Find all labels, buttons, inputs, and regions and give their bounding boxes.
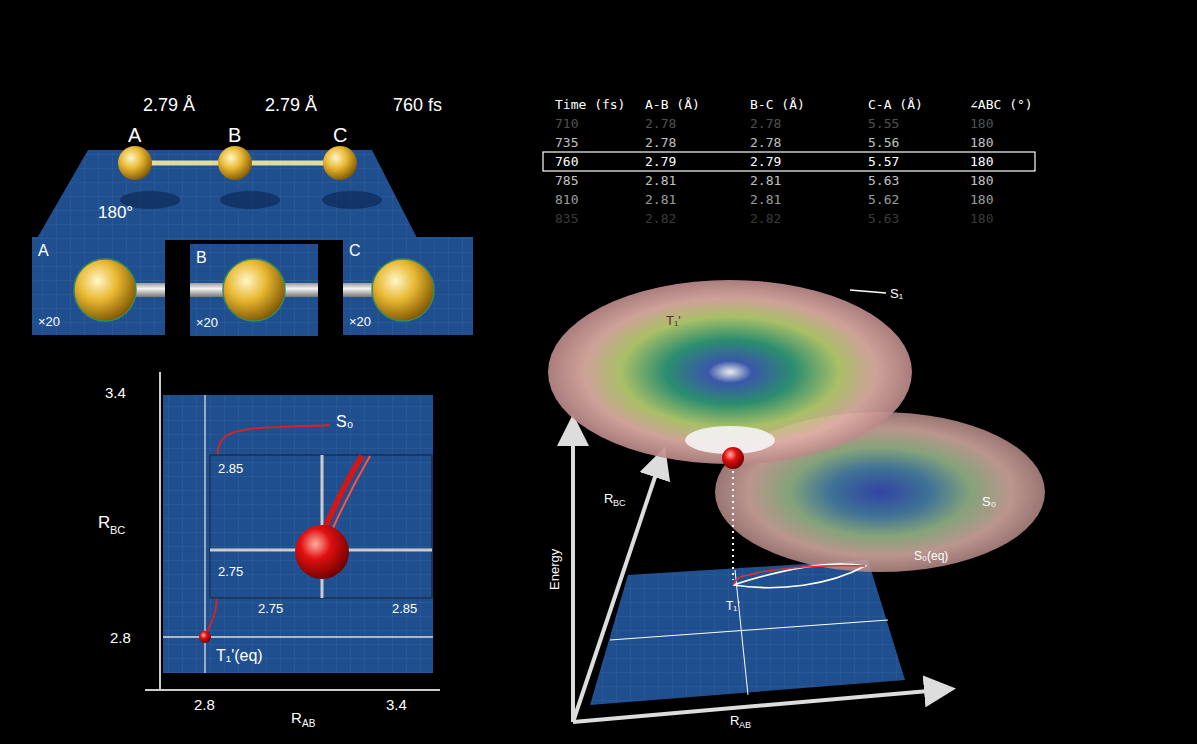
magnification: ×20 (349, 315, 371, 328)
label: 2.81 (645, 174, 676, 187)
label: 2.81 (645, 193, 676, 206)
label: 2.81 (750, 193, 781, 206)
label: 2.79 Å (265, 96, 317, 114)
label: 710 (555, 117, 578, 130)
label: S₀(eq) (914, 550, 948, 562)
label: S₀ (982, 495, 996, 508)
label: AB (739, 721, 751, 730)
label: 2.75 (258, 602, 283, 615)
label: 180 (970, 212, 993, 225)
label: 2.85 (218, 462, 243, 475)
label: 760 fs (393, 96, 442, 114)
label: 2.78 (750, 117, 781, 130)
label: 2.79 Å (143, 96, 195, 114)
label: R (291, 710, 302, 725)
label: 2.81 (750, 174, 781, 187)
label: B-C (Å) (750, 98, 805, 111)
label: 2.8 (110, 630, 131, 645)
label: ∠ABC (°) (970, 98, 1033, 111)
magnification: ×20 (38, 315, 60, 328)
label: C-A (Å) (868, 98, 923, 111)
label: A-B (Å) (645, 98, 700, 111)
label: C (333, 125, 347, 145)
label: 2.78 (750, 136, 781, 149)
label: 180 (970, 193, 993, 206)
label: 2.82 (645, 212, 676, 225)
label: 760 (555, 155, 578, 168)
label: S₀ (336, 414, 353, 430)
label: R (604, 492, 613, 505)
label: 5.57 (868, 155, 899, 168)
label: 2.78 (645, 136, 676, 149)
label: 180 (970, 117, 993, 130)
label: T₁' (726, 600, 740, 612)
label: 785 (555, 174, 578, 187)
label: BC (613, 499, 626, 508)
label: 2.79 (750, 155, 781, 168)
label: 2.79 (645, 155, 676, 168)
label: 5.63 (868, 212, 899, 225)
label: 810 (555, 193, 578, 206)
label: 5.56 (868, 136, 899, 149)
label: 735 (555, 136, 578, 149)
zoom-panel: A ×20 (32, 237, 165, 335)
label: 5.62 (868, 193, 899, 206)
panel-heading: B (196, 250, 207, 266)
label: 3.4 (386, 697, 407, 712)
label: 3.4 (105, 385, 126, 400)
label: 180 (970, 155, 993, 168)
label: R (98, 514, 110, 531)
panel-heading: C (349, 243, 361, 259)
label: 2.75 (218, 565, 243, 578)
label: BC (110, 525, 125, 536)
label: 180° (98, 204, 133, 221)
label: S₁ (890, 287, 903, 300)
label: Energy (548, 549, 561, 590)
label: 5.63 (868, 174, 899, 187)
label: 180 (970, 174, 993, 187)
label: 5.55 (868, 117, 899, 130)
zoom-panel: C ×20 (343, 237, 473, 335)
label: 180 (970, 136, 993, 149)
zoom-panel: B ×20 (190, 244, 318, 336)
magnification: ×20 (196, 316, 218, 329)
label: AB (302, 719, 315, 729)
label: B (228, 125, 241, 145)
label: A (128, 125, 141, 145)
label: 2.78 (645, 117, 676, 130)
label: Time (fs) (555, 98, 625, 111)
label: R (730, 714, 739, 727)
label: 2.8 (194, 697, 215, 712)
panel-heading: A (38, 243, 49, 259)
label: T₁' (666, 314, 681, 327)
label: 2.82 (750, 212, 781, 225)
label: 835 (555, 212, 578, 225)
label: 2.85 (392, 602, 417, 615)
label: T₁'(eq) (216, 648, 263, 664)
